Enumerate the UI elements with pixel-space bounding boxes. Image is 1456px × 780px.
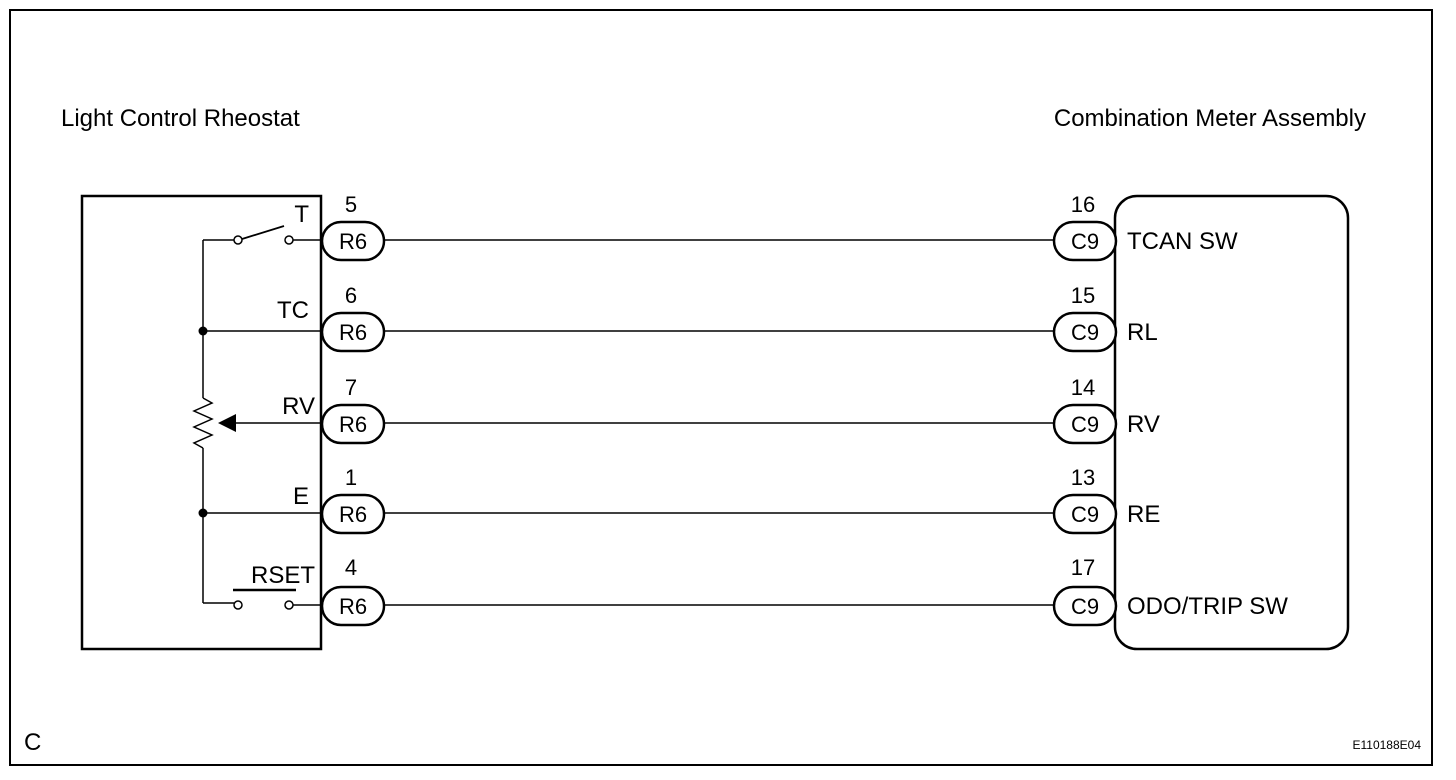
left-pin-number: 5: [345, 192, 357, 217]
left-pin-number: 4: [345, 555, 357, 580]
corner-label: C: [24, 729, 41, 756]
left-pin-number: 7: [345, 375, 357, 400]
left-connector-badge: [320, 403, 386, 445]
terminal-label-rv: RV: [282, 393, 315, 420]
right-connector-badge: [1052, 585, 1118, 627]
right-pin-number: 16: [1071, 192, 1095, 217]
right-connector-label: C9: [1071, 320, 1099, 345]
right-connector-label: C9: [1071, 229, 1099, 254]
t-switch-contact-right: [284, 235, 294, 245]
figure-id: E110188E04: [1352, 738, 1421, 752]
rset-contact-right: [284, 600, 294, 610]
left-connector-badge: [320, 585, 386, 627]
rheostat-resistor: [192, 397, 214, 449]
right-terminal-label: RL: [1127, 319, 1158, 346]
frame-border: [9, 9, 1433, 766]
right-connector-badge: [1052, 493, 1118, 535]
e-junction: [198, 508, 208, 518]
left-component-title: Light Control Rheostat: [61, 105, 300, 132]
left-connector-label: R6: [339, 229, 367, 254]
rset-contact-left: [233, 600, 243, 610]
right-component-title: Combination Meter Assembly: [1054, 105, 1366, 132]
left-connector-badge: [320, 493, 386, 535]
rheostat-wiper-arrow: [218, 414, 236, 432]
right-pin-number: 17: [1071, 555, 1095, 580]
right-pin-number: 14: [1071, 375, 1095, 400]
right-terminal-label: TCAN SW: [1127, 228, 1238, 255]
right-connector-badge: [1052, 220, 1118, 262]
left-connector-badge: [320, 220, 386, 262]
left-connector-label: R6: [339, 412, 367, 437]
right-connector-label: C9: [1071, 502, 1099, 527]
left-connector-label: R6: [339, 594, 367, 619]
left-connector-label: R6: [339, 502, 367, 527]
right-terminal-label: RE: [1127, 501, 1160, 528]
right-pin-number: 15: [1071, 283, 1095, 308]
left-connector-label: R6: [339, 320, 367, 345]
terminal-label-t: T: [294, 201, 309, 228]
t-switch-contact-left: [233, 235, 243, 245]
right-terminal-label: RV: [1127, 411, 1160, 438]
left-pin-number: 6: [345, 283, 357, 308]
right-connector-badge: [1052, 311, 1118, 353]
right-pin-number: 13: [1071, 465, 1095, 490]
left-connector-badge: [320, 311, 386, 353]
right-terminal-label: ODO/TRIP SW: [1127, 593, 1288, 620]
t-switch-blade: [241, 225, 285, 240]
tc-junction: [198, 326, 208, 336]
right-connector-badge: [1052, 403, 1118, 445]
terminal-label-rset: RSET: [251, 562, 315, 589]
left-pin-number: 1: [345, 465, 357, 490]
right-connector-label: C9: [1071, 412, 1099, 437]
right-connector-label: C9: [1071, 594, 1099, 619]
terminal-label-tc: TC: [277, 297, 309, 324]
terminal-label-e: E: [293, 483, 309, 510]
